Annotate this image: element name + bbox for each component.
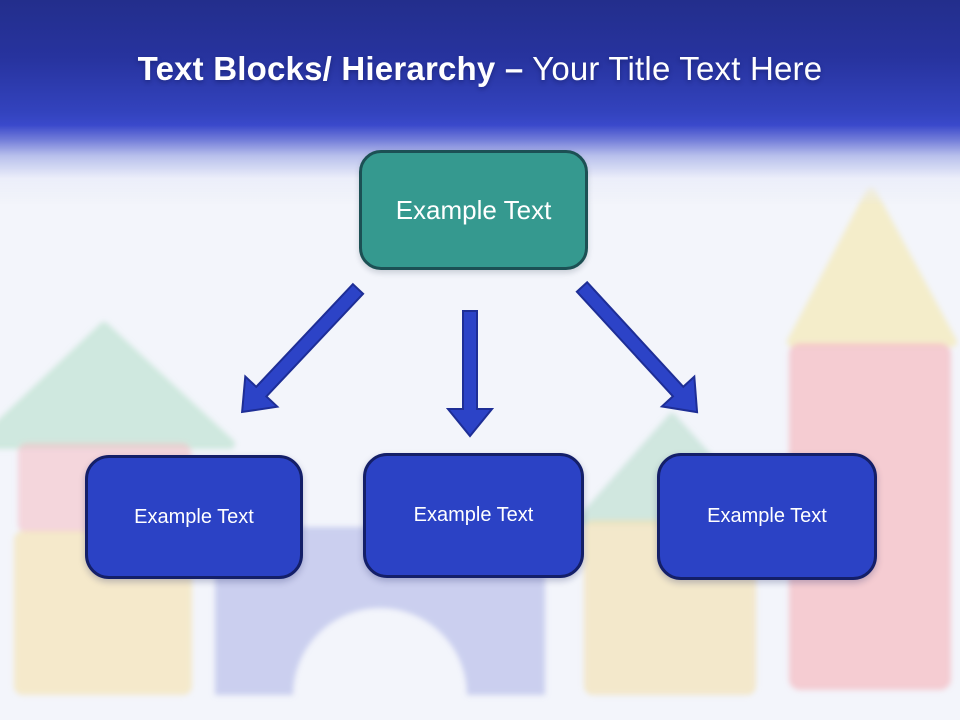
root-node-label: Example Text: [395, 194, 552, 225]
child-node-1: Example Text: [85, 455, 303, 579]
arrow-down-icon: [445, 310, 495, 438]
child-node-3-label: Example Text: [707, 505, 827, 527]
title-bold-segment: Text Blocks/ Hierarchy –: [137, 50, 524, 87]
root-node: Example Text: [359, 150, 588, 270]
toy-block-yellow-roof-right: [787, 187, 957, 347]
page-title: Text Blocks/ Hierarchy – Your Title Text…: [0, 50, 960, 88]
toy-block-green-roof-left: [0, 322, 235, 449]
child-node-1-label: Example Text: [134, 505, 254, 528]
title-regular-segment: Your Title Text Here: [523, 50, 823, 87]
arrow-down-right-icon: [575, 280, 699, 414]
child-node-2-label: Example Text: [413, 504, 534, 526]
arrow-down-left-icon: [240, 282, 365, 414]
child-node-3: Example Text: [657, 453, 877, 580]
child-node-2: Example Text: [363, 453, 584, 578]
